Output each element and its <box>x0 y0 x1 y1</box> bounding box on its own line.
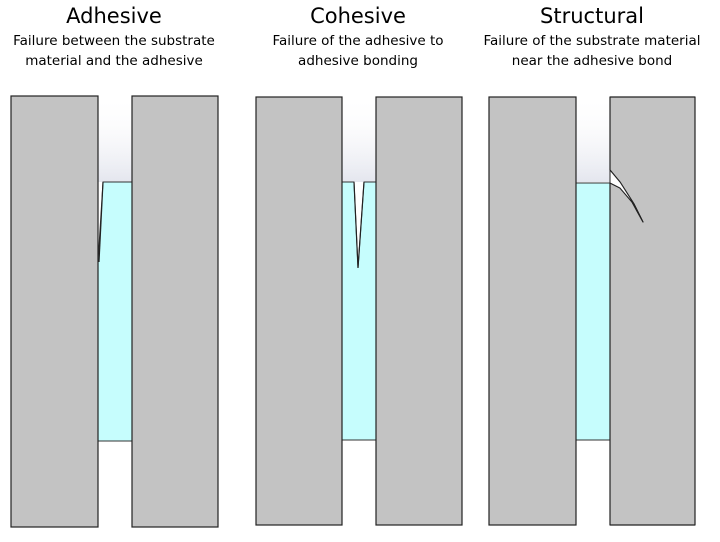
cohesive-failure-title: Cohesive <box>310 4 406 28</box>
adhesive-failure-crack <box>98 181 104 263</box>
substrate-right <box>131 95 219 528</box>
structural-failure-title: Structural <box>540 4 644 28</box>
structural-failure-panel <box>488 94 696 526</box>
substrate-right-fractured <box>609 96 696 526</box>
structural-failure-description: Failure of the substrate material near t… <box>483 33 701 69</box>
substrate-left <box>10 95 99 528</box>
gap-shading <box>576 94 610 182</box>
substrate-left <box>488 96 577 526</box>
cohesive-failure-panel <box>255 94 463 526</box>
gap-shading <box>98 94 132 182</box>
substrate-left <box>255 96 343 526</box>
structural-fracture <box>609 168 644 223</box>
adhesive-failure-description: Failure between the substrate material a… <box>13 33 215 69</box>
cohesive-failure-crack <box>353 181 365 269</box>
adhesive-failure-title: Adhesive <box>66 4 162 28</box>
adhesive-failure-panel <box>10 94 219 528</box>
adhesive-layer <box>575 182 611 441</box>
cohesive-failure-description: Failure of the adhesive to adhesive bond… <box>272 33 444 69</box>
substrate-right <box>375 96 463 526</box>
gap-shading <box>342 94 376 182</box>
adhesive-layer <box>341 181 377 441</box>
adhesive-layer <box>97 181 133 442</box>
